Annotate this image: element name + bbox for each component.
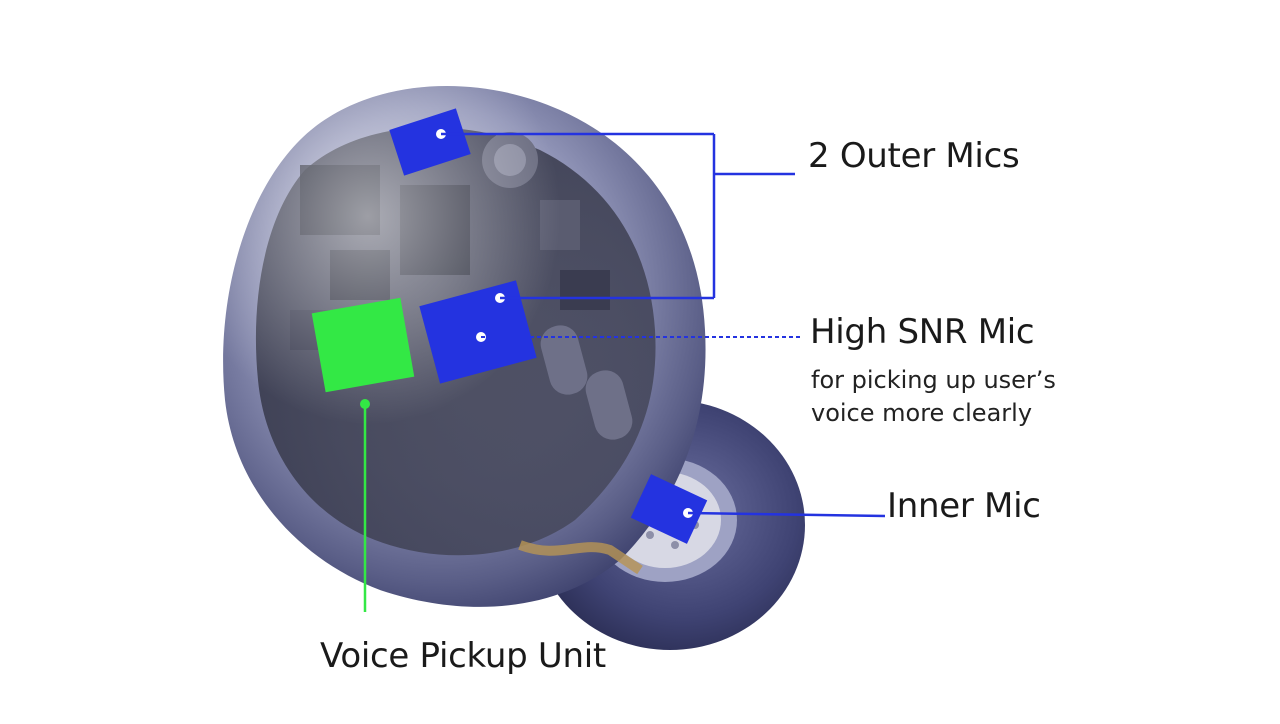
outer-mics-label: 2 Outer Mics xyxy=(808,136,1020,176)
voice-pickup-unit-label: Voice Pickup Unit xyxy=(320,636,606,676)
callout-lines xyxy=(363,132,886,612)
voice-pickup-unit-chip xyxy=(311,297,415,409)
high-snr-mic-title: High SNR Mic xyxy=(810,312,1035,352)
inner-mic-dot xyxy=(683,508,693,518)
earbud-shell xyxy=(223,86,706,607)
high-snr-mic-desc-line2: voice more clearly xyxy=(811,399,1033,427)
high-snr-mic-desc-line1: for picking up user’s xyxy=(811,366,1056,394)
inner-mic-label: Inner Mic xyxy=(887,486,1041,526)
outer-mic-middle xyxy=(419,280,537,384)
inner-mic-chip xyxy=(630,474,708,544)
